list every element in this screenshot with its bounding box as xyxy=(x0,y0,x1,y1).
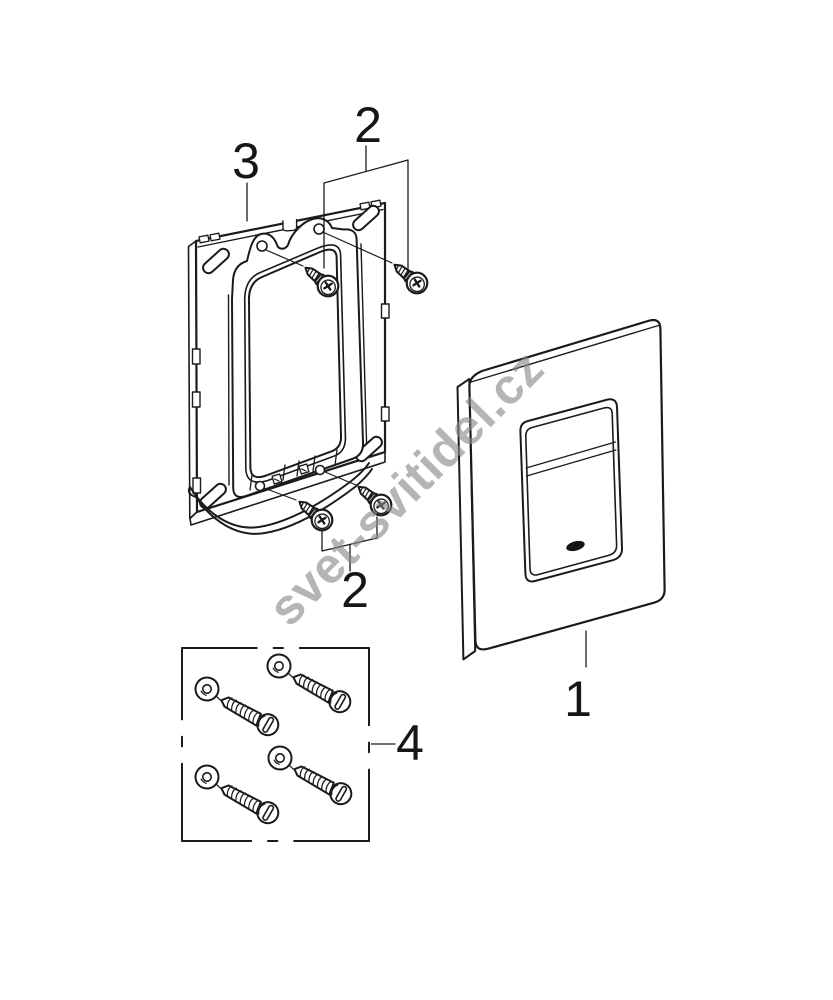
frame-edge-notches xyxy=(191,303,390,494)
frame-opening-wall xyxy=(243,244,347,483)
callout-2-top-bracket xyxy=(323,145,409,273)
frame-clip-tabs xyxy=(198,199,382,244)
screw-pack-box xyxy=(181,647,370,842)
leader-line xyxy=(324,471,357,486)
leader-line xyxy=(263,487,297,501)
fixing-screw-top-right xyxy=(386,255,433,299)
callout-2-top: 2 xyxy=(354,97,382,153)
callout-labels: 2 3 2 1 4 xyxy=(232,97,592,771)
callout-2-bottom-bracket xyxy=(321,516,378,572)
leader-line xyxy=(324,232,393,264)
wall-screw-bottom-right xyxy=(263,741,357,810)
frame-spring-tongues xyxy=(187,462,373,535)
flush-button[interactable] xyxy=(524,406,618,576)
button-recess xyxy=(519,398,624,583)
mounting-frame xyxy=(187,199,390,535)
frame-corner-slots xyxy=(199,204,383,510)
frame-top-notch xyxy=(282,218,298,232)
flush-plate xyxy=(456,318,666,661)
callout-2-bottom: 2 xyxy=(341,562,369,618)
callout-3: 3 xyxy=(232,133,260,189)
callout-lines xyxy=(246,145,587,745)
grohe-logo xyxy=(566,540,585,552)
callout-1: 1 xyxy=(564,671,592,727)
leader-line xyxy=(265,249,304,267)
callout-4: 4 xyxy=(396,715,424,771)
frame-opening xyxy=(247,248,343,479)
frame-fixing-screws xyxy=(263,232,433,536)
frame-screw-holes xyxy=(254,223,326,492)
wall-screw-top-right xyxy=(262,649,356,718)
screw-pack xyxy=(181,647,370,842)
wall-screw-top-left xyxy=(190,672,284,741)
wall-screw-bottom-left xyxy=(190,760,284,829)
button-divider xyxy=(525,441,617,477)
frame-bottom-rail xyxy=(249,449,338,491)
